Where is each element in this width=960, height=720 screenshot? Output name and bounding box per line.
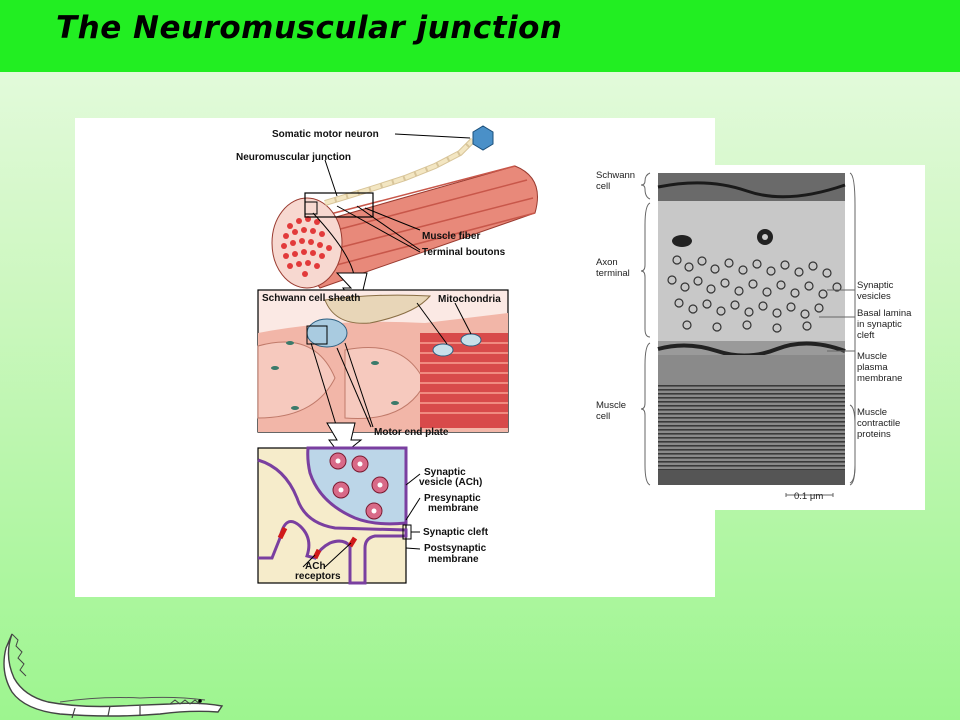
micrograph-vesicles — [667, 255, 842, 333]
label-muscle-plasma-1: Muscle — [857, 351, 888, 362]
crocodile-icon — [3, 633, 224, 719]
slide-title: The Neuromuscular junction — [56, 10, 563, 46]
label-synaptic-vesicle-1: Synaptic — [424, 467, 466, 478]
label-synaptic-vesicles-1: Synaptic — [857, 280, 894, 291]
label-synaptic-vesicle-2: vesicle (ACh) — [419, 477, 483, 488]
micrograph-drawing — [640, 172, 856, 497]
label-muscle-plasma-2: plasma — [857, 362, 888, 373]
label-schwann-cell-1: Schwann — [596, 170, 636, 181]
label-axon-terminal-2: terminal — [596, 268, 630, 279]
label-muscle-cell-1: Muscle — [596, 400, 627, 411]
label-presynaptic-2: membrane — [428, 503, 479, 514]
title-bar — [0, 0, 960, 72]
label-contractile-1: Muscle — [857, 407, 888, 418]
scale-bar-label: 0.1 μm — [794, 491, 824, 502]
label-muscle-fiber: Muscle fiber — [422, 231, 481, 242]
label-mitochondria: Mitochondria — [438, 294, 501, 305]
synapse-illustration — [257, 446, 421, 585]
label-schwann-cell-2: cell — [596, 181, 611, 192]
label-presynaptic-1: Presynaptic — [424, 493, 481, 504]
label-basal-lamina-1: Basal lamina — [857, 308, 912, 319]
label-muscle-cell-2: cell — [596, 411, 611, 422]
label-ach-2: receptors — [295, 571, 341, 582]
label-postsynaptic-1: Postsynaptic — [424, 543, 487, 554]
label-postsynaptic-2: membrane — [428, 554, 479, 565]
label-basal-lamina-3: cleft — [857, 330, 875, 341]
end-plate-illustration — [257, 289, 509, 457]
label-synaptic-cleft: Synaptic cleft — [423, 527, 489, 538]
label-somatic-motor-neuron: Somatic motor neuron — [272, 129, 379, 140]
label-basal-lamina-2: in synaptic — [857, 319, 902, 330]
label-motor-end-plate: Motor end plate — [374, 427, 449, 438]
label-contractile-3: proteins — [857, 429, 891, 440]
label-neuromuscular-junction: Neuromuscular junction — [236, 152, 352, 163]
label-ach-1: ACh — [305, 561, 326, 572]
label-contractile-2: contractile — [857, 418, 901, 429]
diagram-drawing — [257, 125, 538, 585]
electron-micrograph-panel: Schwann cell Axon terminal Muscle cell S… — [587, 165, 925, 510]
label-muscle-plasma-3: membrane — [857, 373, 903, 384]
label-synaptic-vesicles-2: vesicles — [857, 291, 891, 302]
label-terminal-boutons: Terminal boutons — [422, 247, 506, 258]
label-axon-terminal-1: Axon — [596, 257, 618, 268]
label-schwann-cell-sheath: Schwann cell sheath — [262, 293, 361, 304]
muscle-fiber-illustration — [271, 125, 538, 306]
